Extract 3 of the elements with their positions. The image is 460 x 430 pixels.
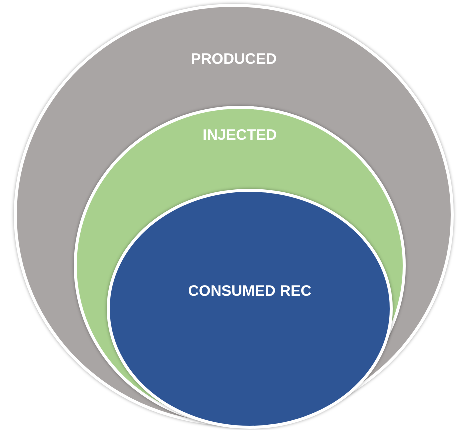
circle-label: CONSUMED REC <box>188 283 312 300</box>
circle-label: INJECTED <box>202 127 278 144</box>
circle-label: PRODUCED <box>191 51 277 68</box>
